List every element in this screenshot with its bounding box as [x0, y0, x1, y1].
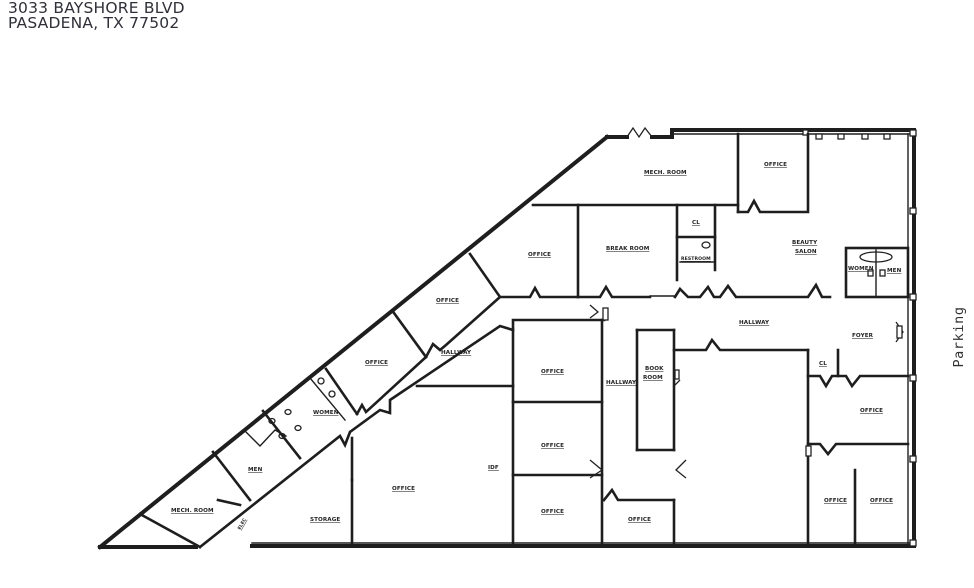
- label-office-center-1: OFFICE: [541, 369, 564, 375]
- door-swings: [589, 304, 904, 479]
- label-elec: ELEC: [237, 517, 248, 531]
- label-hallway-vertical: HALLWAY: [606, 380, 637, 386]
- label-office-center-2: OFFICE: [541, 443, 564, 449]
- label-women-left: WOMEN: [313, 410, 339, 416]
- parking-label: Parking: [948, 292, 970, 382]
- label-mech-room-bottom: MECH. ROOM: [171, 508, 214, 514]
- label-office-top-right: OFFICE: [764, 162, 787, 168]
- label-office-diag-3: OFFICE: [365, 360, 388, 366]
- label-closet-upper: CL: [692, 220, 700, 226]
- room-labels: MECH. ROOM OFFICE OFFICE BREAK ROOM CL R…: [171, 162, 902, 531]
- interior-walls: [138, 132, 910, 549]
- label-men-left: MEN: [248, 467, 263, 473]
- outer-walls: [97, 128, 916, 550]
- label-beauty-salon-2: SALON: [795, 249, 817, 255]
- label-book-room-1: BOOK: [645, 366, 664, 372]
- property-address: 3033 BAYSHORE BLVD PASADENA, TX 77502: [8, 0, 185, 32]
- top-entry-door: [626, 126, 653, 139]
- label-book-room-2: ROOM: [643, 375, 663, 381]
- label-office-right-1: OFFICE: [860, 408, 883, 414]
- label-office-diag-2: OFFICE: [436, 298, 459, 304]
- label-break-room: BREAK ROOM: [606, 246, 650, 252]
- label-office-bottom-mid: OFFICE: [628, 517, 651, 523]
- label-idf: IDF: [488, 465, 499, 471]
- label-women-salon: WOMEN: [848, 266, 874, 272]
- parking-text: Parking: [951, 306, 967, 368]
- label-hallway-main: HALLWAY: [739, 320, 770, 326]
- label-beauty-salon-1: BEAUTY: [792, 240, 818, 246]
- label-office-large: OFFICE: [392, 486, 415, 492]
- label-office-upper-diag: OFFICE: [528, 252, 551, 258]
- label-foyer: FOYER: [852, 333, 874, 339]
- window-columns: [802, 129, 917, 547]
- label-office-bottom-right-2: OFFICE: [870, 498, 893, 504]
- label-office-bottom-right-1: OFFICE: [824, 498, 847, 504]
- label-men-salon: MEN: [887, 268, 902, 274]
- label-closet-right: CL: [819, 361, 827, 367]
- address-city-state-zip: PASADENA, TX 77502: [8, 14, 180, 32]
- label-hallway-diag: HALLWAY: [441, 350, 472, 356]
- label-mech-room-top: MECH. ROOM: [644, 170, 687, 176]
- label-restroom: RESTROOM: [681, 256, 711, 262]
- address-street: 3033 BAYSHORE BLVD: [8, 0, 185, 17]
- label-office-center-3: OFFICE: [541, 509, 564, 515]
- restroom-fixtures: [268, 241, 893, 440]
- label-storage: STORAGE: [310, 517, 340, 523]
